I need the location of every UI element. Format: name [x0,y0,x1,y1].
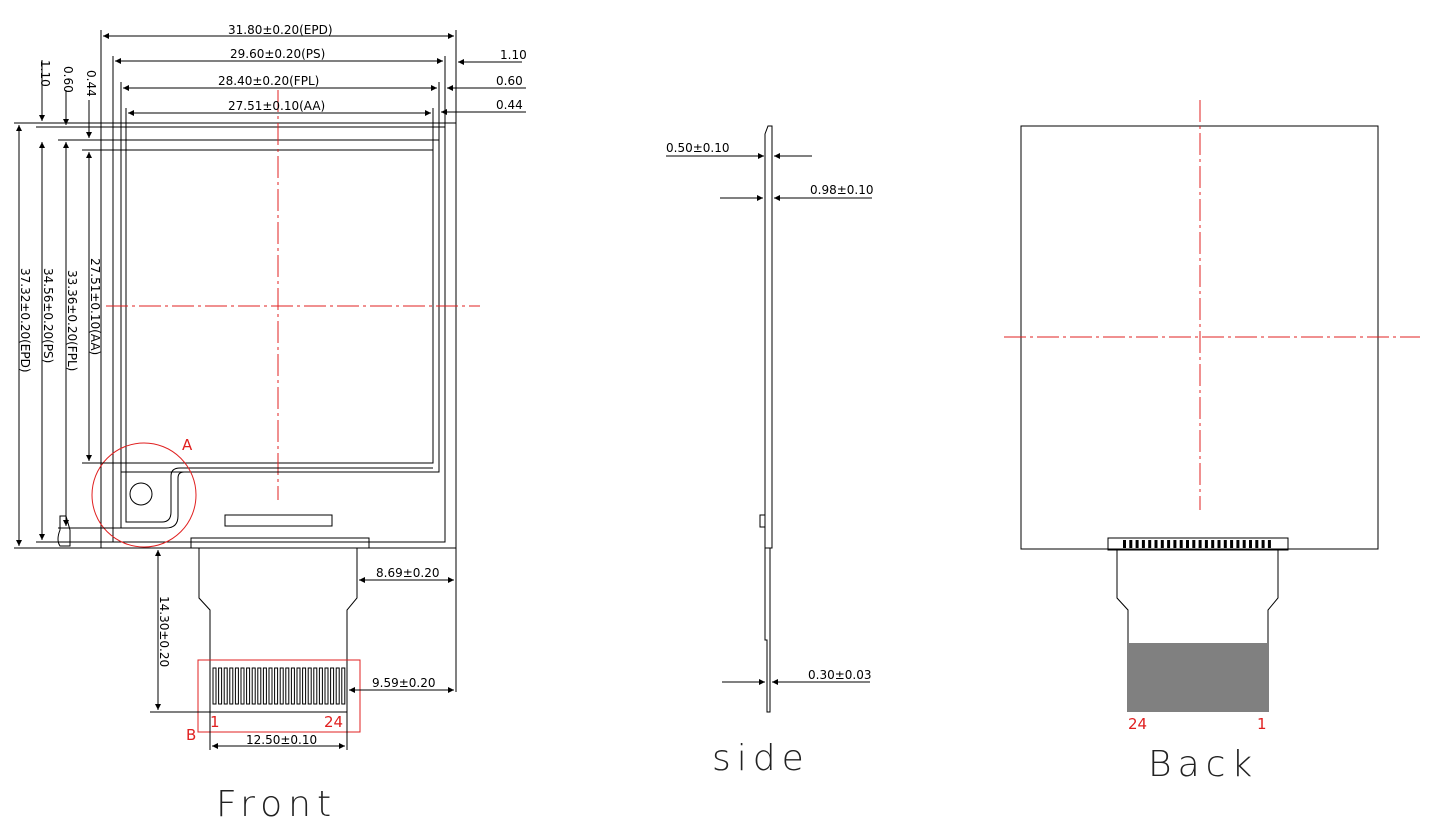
front-finger [285,667,290,705]
front-finger [307,667,312,705]
back-pin [1173,540,1177,548]
corner-trace-inner [125,463,433,523]
back-pin [1135,540,1139,548]
front-finger [324,667,329,705]
corner-hole [129,482,153,506]
dim-side-050: 0.50±0.10 [666,141,730,155]
dim-aa-width: 27.51±0.10(AA) [228,99,325,113]
back-pin [1223,540,1227,548]
back-pin [1267,540,1271,548]
front-finger [218,667,223,705]
back-pin [1236,540,1240,548]
dim-fpc-length: 14.30±0.20 [157,596,171,667]
back-stiffener [1128,643,1268,712]
front-finger [246,667,251,705]
front-view: A B 1 24 31.80±0.20(EPD) 29.60±0.20(PS) … [14,23,527,825]
fpc-tail [190,537,370,713]
back-pin [1141,540,1145,548]
front-pin-1-label: 1 [210,713,220,731]
back-pin [1204,540,1208,548]
front-finger [279,667,284,705]
front-finger [268,667,273,705]
back-pin [1249,540,1252,548]
front-finger [318,667,323,705]
front-finger [240,667,245,705]
ps-outline [112,126,446,543]
dim-right-060: 0.60 [496,74,523,88]
back-pin-1-label: 1 [1257,715,1267,733]
dim-aa-height: 27.51±0.10(AA) [88,258,102,355]
front-finger [234,667,239,705]
front-finger [341,667,346,705]
dim-epd-height: 37.32±0.20(EPD) [18,268,32,373]
back-pin [1261,540,1265,548]
detail-a-label: A [182,436,193,454]
dim-fpl-height: 33.36±0.20(FPL) [65,270,79,371]
front-gold-fingers [212,667,346,705]
back-pin [1186,540,1189,548]
back-pin [1123,540,1126,548]
front-finger [274,667,279,705]
corner-trace [120,471,439,529]
front-finger [290,667,295,705]
front-view-title: Front [216,784,337,825]
front-finger [296,667,301,705]
side-fpc-profile [764,548,771,713]
back-pin [1217,540,1221,548]
dim-left-110: 1.10 [38,60,52,87]
front-pin-24-label: 24 [324,713,343,731]
back-pin [1148,540,1152,548]
side-glue-step [759,514,766,528]
front-finger [229,667,234,705]
back-connector-strip [1107,537,1289,551]
front-finger [251,667,256,705]
dim-side-030: 0.30±0.03 [808,668,872,682]
back-pin [1230,540,1234,548]
dim-left-044: 0.44 [84,70,98,97]
dim-pad-width: 12.50±0.10 [246,733,317,747]
dim-fpl-width: 28.40±0.20(FPL) [218,74,319,88]
front-finger [313,667,318,705]
dim-right-110: 1.10 [500,48,527,62]
front-finger [262,667,267,705]
back-pin-24-label: 24 [1128,715,1147,733]
back-pin [1179,540,1183,548]
front-finger [335,667,340,705]
back-pin [1198,540,1202,548]
back-connector-pins [1123,540,1271,548]
back-pin [1242,540,1246,548]
side-view-title: side [712,738,810,779]
back-view-title: Back [1148,744,1258,785]
front-finger [257,667,262,705]
dim-epd-width: 31.80±0.20(EPD) [228,23,333,37]
dim-ps-height: 34.56±0.20(PS) [41,268,55,363]
connector-slot [224,514,333,527]
back-pin [1154,540,1158,548]
dim-left-060: 0.60 [61,66,75,93]
back-pin [1211,540,1215,548]
back-pin [1255,540,1259,548]
back-view: 24 1 Back [1004,100,1420,785]
side-panel-profile [764,125,773,549]
front-finger [330,667,335,705]
dim-fpc-offset-869: 8.69±0.20 [376,566,440,580]
back-pin [1167,540,1171,548]
side-view: 0.50±0.10 0.98±0.10 0.30±0.03 side [666,125,874,779]
detail-b-box [197,659,361,733]
dim-fpc-offset-959: 9.59±0.20 [372,676,436,690]
back-pin [1192,540,1196,548]
detail-b-label: B [186,726,196,744]
front-finger [302,667,307,705]
dim-ps-width: 29.60±0.20(PS) [230,47,325,61]
detail-a-circle [91,442,197,548]
back-pin [1160,540,1164,548]
front-finger [212,667,217,705]
front-finger [223,667,228,705]
back-pin [1129,540,1133,548]
dim-side-098: 0.98±0.10 [810,183,874,197]
dim-right-044: 0.44 [496,98,523,112]
